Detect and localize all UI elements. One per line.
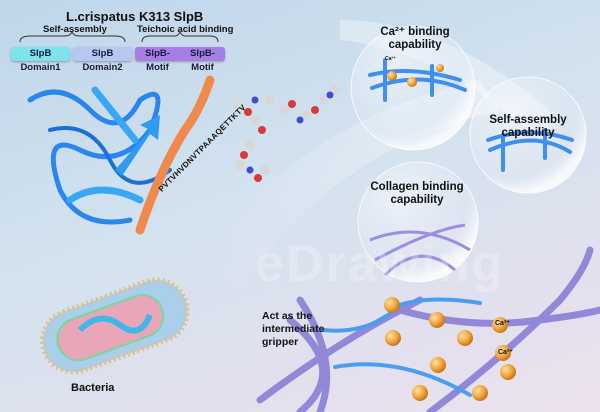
domain-box-slpb-domain2: SlpB Domain2 <box>73 47 132 73</box>
bacteria-cell <box>40 277 190 375</box>
watermark: eDrawing <box>255 235 506 293</box>
bubble-self-assembly-title: Self-assembly capability <box>489 114 567 139</box>
ca-label-1: Ca²⁺ <box>495 320 510 327</box>
calcium-ions-bubble <box>387 64 444 87</box>
label-self-assembly: Self-assembly <box>43 24 107 35</box>
protein-structure <box>27 75 215 235</box>
figure-title: L.crispatus K313 SlpB <box>66 9 204 24</box>
bubble-self-assembly <box>469 76 587 194</box>
label-teichoic-acid-binding: Teichoic acid binding <box>137 24 234 35</box>
self-assembly-fibers <box>368 58 574 172</box>
calcium-ions <box>384 297 516 401</box>
collagen-fibers-bubble <box>369 223 471 277</box>
gripper-label: Act as the intermediate gripper <box>262 310 325 348</box>
domain-box-slpb-motif-2: SlpB-Motif <box>190 48 215 73</box>
bacteria-label: Bacteria <box>71 382 115 394</box>
ca-label-2: Ca²⁺ <box>498 349 513 356</box>
bubble-collagen-title: Collagen binding capability <box>370 181 464 206</box>
peptide-molecule <box>235 85 340 182</box>
bubble-ca-title: Ca²⁺ binding capability <box>380 26 450 51</box>
domain-box-slpb-domain1: SlpB Domain1 <box>11 47 70 73</box>
motif-box: SlpB-Motif SlpB-Motif <box>135 47 225 73</box>
ca-ion-label: Ca²⁺ <box>385 56 396 62</box>
domain-box-slpb-motif-1: SlpB-Motif <box>145 48 170 73</box>
braces <box>19 30 219 43</box>
bubble-ca-binding <box>350 25 476 151</box>
